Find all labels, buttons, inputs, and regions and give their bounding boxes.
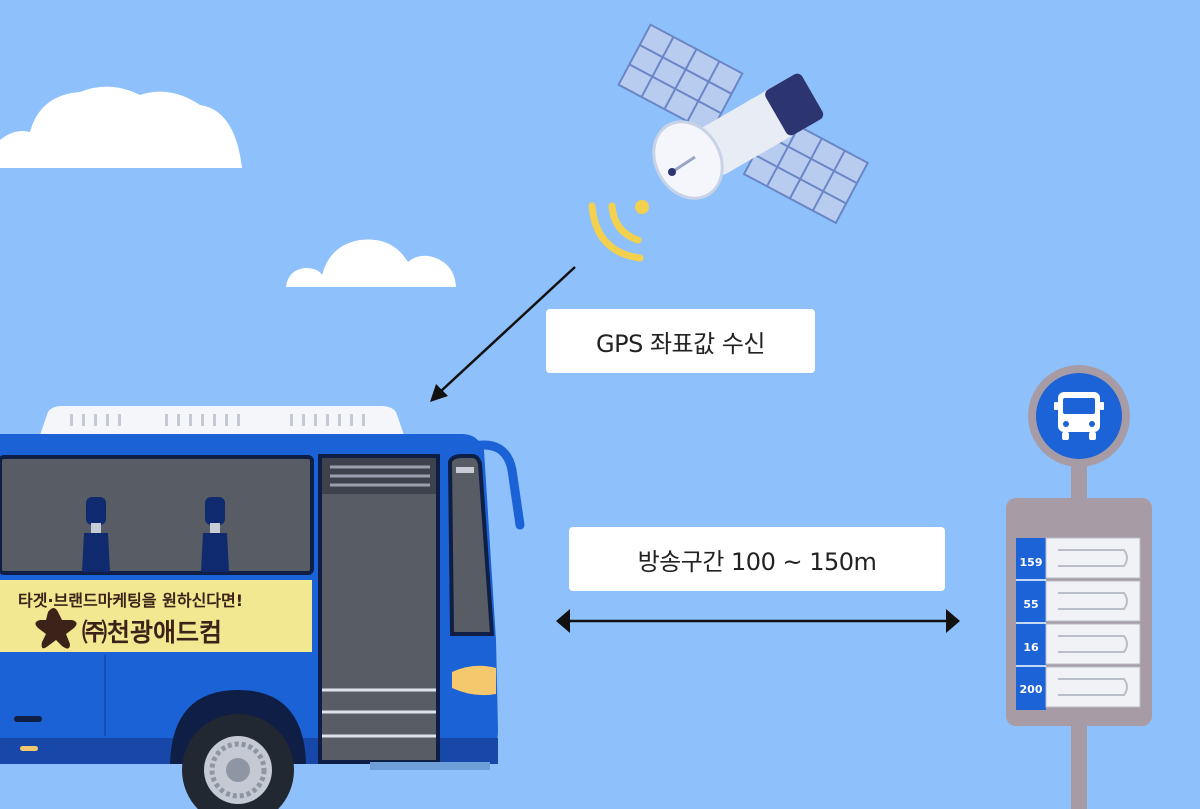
bus-ad-company: ㈜천광애드컴 bbox=[82, 618, 222, 647]
gps-arrow bbox=[430, 266, 576, 402]
broadcast-range-label: 방송구간 100 ~ 150m bbox=[569, 527, 945, 591]
route-number: 16 bbox=[1023, 641, 1039, 654]
route-number: 200 bbox=[1020, 683, 1043, 696]
satellite-icon bbox=[617, 23, 870, 225]
cloud-icon bbox=[0, 86, 242, 168]
range-arrow bbox=[556, 609, 960, 633]
cloud-icon bbox=[286, 239, 456, 287]
signal-icon bbox=[588, 200, 649, 262]
route-number: 55 bbox=[1023, 598, 1038, 611]
star-logo-icon bbox=[35, 608, 77, 649]
bus-ad-tagline: 타겟·브랜드마케팅을 원하신다면! bbox=[18, 591, 243, 610]
bus-icon bbox=[1054, 392, 1104, 440]
bus-stop bbox=[1006, 365, 1152, 809]
route-number: 159 bbox=[1020, 556, 1043, 569]
gps-receive-label: GPS 좌표값 수신 bbox=[546, 309, 815, 373]
